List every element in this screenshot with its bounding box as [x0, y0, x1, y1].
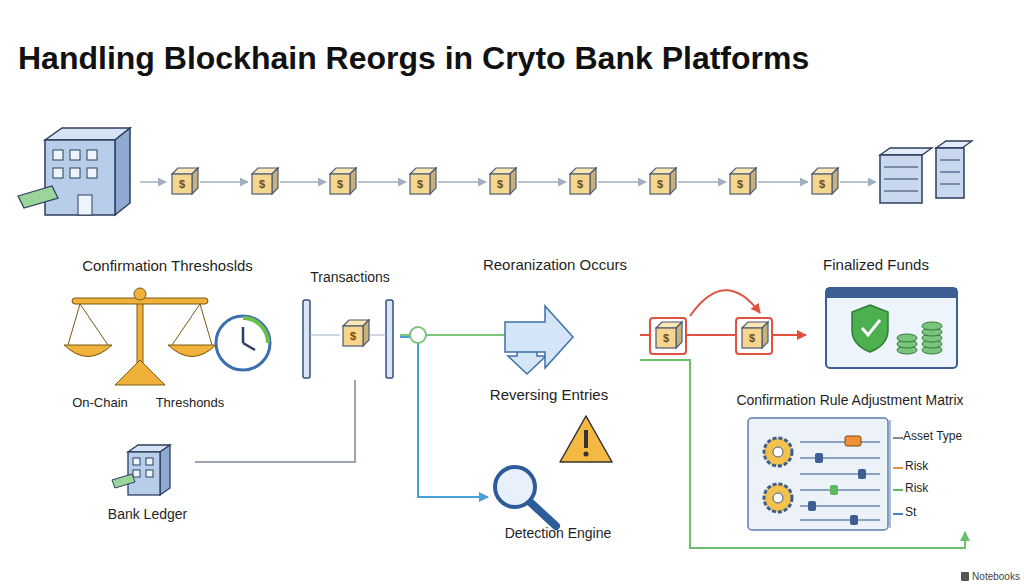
watermark-icon — [961, 572, 969, 581]
currency-mark: $ — [742, 330, 762, 346]
currency-mark: $ — [343, 328, 363, 344]
node-caption: Bank Ledger — [100, 506, 195, 522]
text-label: Reversing Entries — [479, 387, 619, 403]
currency-mark: $ — [656, 330, 676, 346]
flow-connector — [640, 360, 965, 548]
node-group: Detection Engine — [488, 455, 628, 547]
currency-mark: $ — [172, 176, 192, 192]
text-label: On-Chain — [60, 395, 140, 411]
node-group: Confirmation Threshoslds — [60, 255, 275, 405]
matrix-item: Risk — [905, 460, 975, 474]
matrix-item: St — [905, 506, 975, 520]
node-caption: Transactions — [300, 269, 400, 285]
reorg-blocks — [650, 290, 772, 354]
matrix-item: Risk — [905, 482, 975, 496]
diagram-title: Handling Blockhain Reorgs in Cryto Bank … — [18, 40, 1018, 77]
text-label: Threshonds — [150, 395, 230, 411]
node-group: Reoranization Occurs — [470, 252, 640, 375]
currency-mark: $ — [410, 176, 430, 192]
matrix-item: Asset Type — [903, 430, 978, 444]
node-group: Bank Ledger — [100, 440, 195, 525]
bank-building — [18, 128, 130, 215]
server-racks — [880, 141, 972, 203]
funds-screen — [826, 288, 957, 368]
node-group: Finalized Funds — [806, 254, 946, 372]
currency-mark: $ — [812, 176, 832, 192]
currency-mark: $ — [730, 176, 750, 192]
magnifier-icon — [495, 467, 556, 526]
clock-icon — [216, 316, 270, 370]
node-caption: Detection Engine — [488, 525, 628, 541]
text-label: Notebooks — [970, 569, 1022, 585]
balance-scale — [64, 288, 216, 385]
transaction-brackets — [303, 300, 393, 378]
currency-mark: $ — [570, 176, 590, 192]
chain-blocks — [172, 168, 838, 194]
currency-mark: $ — [252, 176, 272, 192]
node-group: Transactions — [300, 265, 400, 380]
node-group: Confirmation Rule Adjustment MatrixAsset… — [722, 390, 978, 532]
currency-mark: $ — [650, 176, 670, 192]
ledger-building — [112, 445, 170, 495]
flow-connector — [195, 380, 355, 462]
matrix-panel — [748, 418, 903, 530]
node-caption: Confirmation Threshoslds — [60, 257, 275, 274]
flow-connector — [400, 337, 488, 497]
reorg-arrow — [505, 306, 573, 374]
warning-sign — [560, 416, 612, 462]
node-caption: Finalized Funds — [806, 256, 946, 273]
node-caption: Confirmation Rule Adjustment Matrix — [722, 392, 978, 408]
junction-circle — [410, 327, 426, 343]
currency-mark: $ — [490, 176, 510, 192]
currency-mark: $ — [330, 176, 350, 192]
stub-line — [470, 334, 506, 336]
node-caption: Reoranization Occurs — [470, 256, 640, 273]
